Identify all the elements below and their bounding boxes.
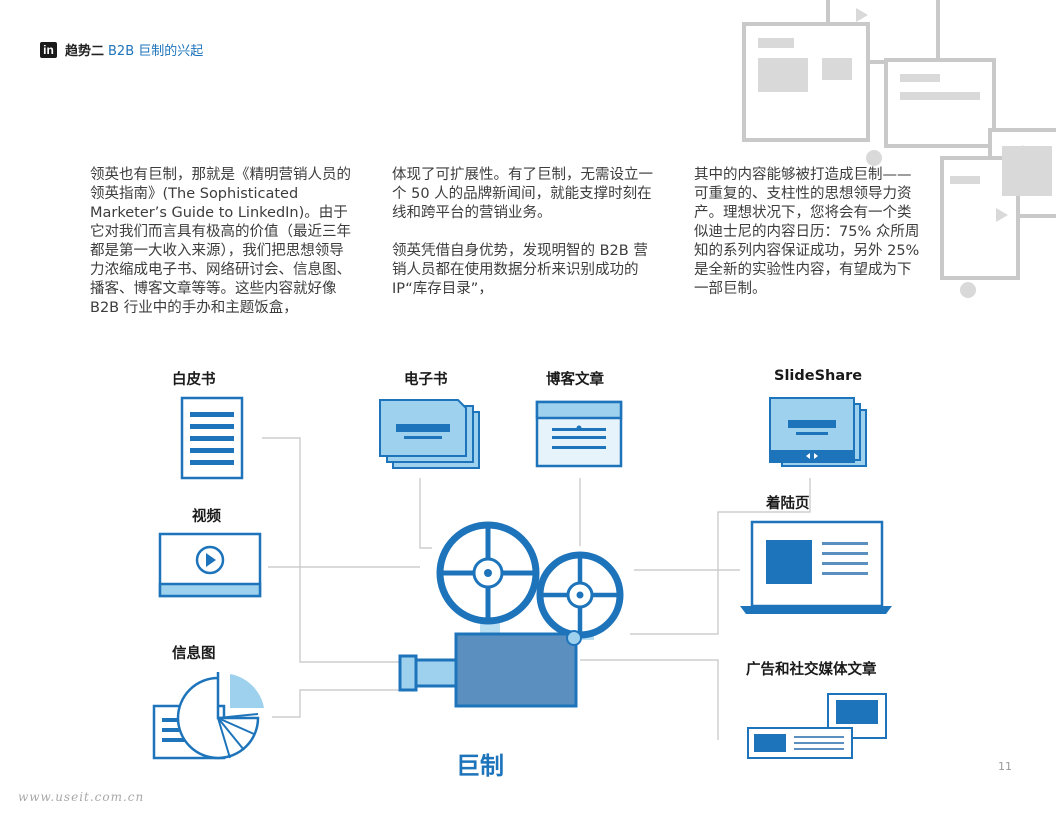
ebook-icon — [379, 399, 480, 469]
paragraph: 体现了可扩展性。有了巨制，无需设立一个 50 人的品牌新闻间，就能支撑时刻在线和… — [392, 167, 653, 221]
slideshare-icon — [769, 397, 867, 467]
page-header: in 趋势二 B2B 巨制的兴起 — [40, 40, 203, 59]
paragraph: 领英也有巨制，那就是《精明营销人员的领英指南》(The Sophisticate… — [90, 167, 351, 316]
section-tag: 趋势二 — [65, 44, 105, 59]
label-landing-page: 着陆页 — [766, 496, 810, 512]
landing-page-laptop-icon — [740, 520, 892, 614]
film-projector-icon — [398, 521, 624, 708]
infographic-icon — [152, 672, 264, 760]
paragraph: 其中的内容能够被打造成巨制——可重复的、支柱性的思想领导力资产。理想状况下，您将… — [694, 167, 920, 297]
blog-article-icon — [535, 400, 623, 468]
label-ebook: 电子书 — [404, 372, 448, 388]
section-title: B2B 巨制的兴起 — [108, 44, 204, 59]
linkedin-logo: in — [40, 41, 57, 58]
text-column-3: 其中的内容能够被打造成巨制——可重复的、支柱性的思想领导力资产。理想状况下，您将… — [694, 166, 920, 318]
paragraph: 领英凭借自身优势，发现明智的 B2B 营销人员都在使用数据分析来识别成功的 IP… — [392, 243, 648, 297]
label-center: 巨制 — [456, 752, 504, 780]
label-ads-social: 广告和社交媒体文章 — [746, 662, 877, 678]
video-icon — [158, 532, 262, 598]
label-whitepaper: 白皮书 — [172, 372, 216, 388]
ads-social-icon — [747, 693, 887, 759]
label-blog: 博客文章 — [546, 372, 604, 388]
text-column-2: 体现了可扩展性。有了巨制，无需设立一个 50 人的品牌新闻间，就能支撑时刻在线和… — [392, 166, 654, 318]
label-video: 视频 — [192, 509, 221, 525]
page-number: 11 — [998, 760, 1012, 773]
whitepaper-icon — [180, 396, 244, 480]
label-slideshare: SlideShare — [774, 368, 863, 384]
watermark: www.useit.com.cn — [18, 790, 145, 804]
text-column-1: 领英也有巨制，那就是《精明营销人员的领英指南》(The Sophisticate… — [90, 166, 352, 337]
label-infographic: 信息图 — [172, 646, 216, 662]
